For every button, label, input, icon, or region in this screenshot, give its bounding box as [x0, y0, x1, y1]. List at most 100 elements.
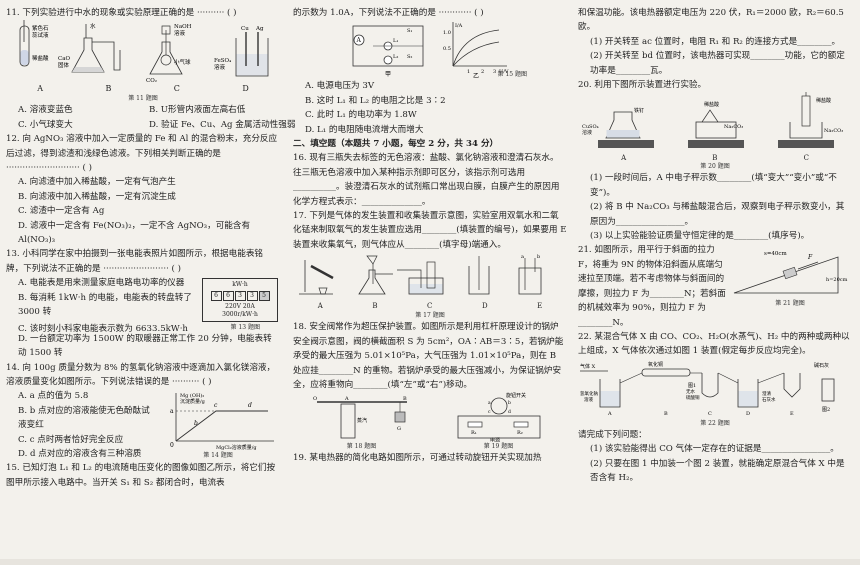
q13-option-d: D. 一台额定功率为 1500W 的取暖器正常工作 20 分钟，电能表转动 15…	[18, 333, 272, 359]
q20-letter-b: B	[712, 154, 718, 163]
q22-fig1: 图1	[688, 383, 696, 389]
q20-figure: 铁钉 CuSO₄ 溶液 稀盐酸 Na₂CO₃ 稀盐酸 Na₂CO₃ A B C …	[578, 92, 852, 171]
q15-option-d: D. L₁ 的电阻随电流增大而增大	[305, 124, 424, 135]
q22-lime2: 石灰水	[762, 396, 776, 403]
q13-stem: 13. 小科同学在家中拍摄到一张电能表照片如图所示，根据电能表铭牌，下列说法不正…	[6, 249, 264, 274]
q22-caption: 第 22 题图	[700, 419, 730, 427]
column-2: 的示数为 1.0A，下列说法不正确的是 ············ ( ) A L…	[293, 6, 567, 466]
q22-a: A	[607, 411, 612, 417]
q11-apparatus: 紫色石 蕊试液 稀盐酸 水 CaO 固体 NaOH 溶液 CO₂ 小气球	[19, 20, 269, 84]
q15-l2: L₂	[393, 54, 398, 60]
q15-x2: 2	[481, 69, 484, 75]
q19-a: a	[488, 401, 491, 406]
q22-fig2: 图2	[822, 407, 830, 413]
q13-options: A. 电能表是用来测量家庭电路电功率的仪器 B. 每消耗 1kW·h 的电能，电…	[6, 276, 196, 322]
q19-b: b	[508, 400, 511, 406]
safety-valve-diagram: O A B G 蒸汽	[313, 396, 407, 439]
q17-letter-d: D	[481, 302, 488, 311]
meter-spec2: 3000r/kW·h	[222, 311, 258, 319]
q19-c: c	[488, 410, 491, 415]
section-fill-blank-heading: 二、填空题（本题共 7 小题，每空 2 分，共 34 分）	[293, 139, 499, 150]
q15-ia: I/A	[455, 23, 463, 29]
q20-ld: Na₂CO₃	[724, 124, 743, 130]
q13-option-a: A. 电能表是用来测量家庭电路电功率的仪器	[18, 278, 185, 289]
q21-block: 21. 如图所示，用平行于斜面的拉力 F，将重为 9N 的物体沿斜面从底端匀速拉…	[578, 243, 852, 329]
q14-xlabel: MgCl₂溶液质量/g	[216, 444, 257, 451]
q15-option-c: C. 此时 L₁ 的电功率为 1.8W	[305, 110, 417, 121]
q19-d: d	[508, 409, 511, 415]
q22-c: C	[708, 411, 712, 417]
q17-e-b: b	[537, 254, 540, 260]
q11-letter-d: D	[242, 84, 249, 94]
q20-lc: 稀盐酸	[704, 101, 719, 108]
q11-stem: 11. 下列实验进行中水的现象或实验原理正确的是 ·········· ( )	[6, 8, 237, 18]
q20-letter-a: A	[621, 154, 627, 163]
q15-label-jia: 甲	[385, 71, 391, 78]
q19-sub2: (2) 开关转至 bd 位置时，该电热器可实现________功能，它的额定功率…	[590, 51, 845, 76]
q21-caption: 第 21 题图	[775, 300, 805, 308]
q18-b: B	[403, 396, 407, 402]
q11-label-d2: Ag	[255, 26, 264, 32]
q20-lb: CuSO₄	[582, 124, 599, 130]
q19-src: 电源	[490, 437, 500, 442]
q15-x1: 1	[467, 69, 470, 75]
q20-letters: A B C	[578, 154, 852, 162]
q15-stem: 15. 已知灯泡 L₁ 和 L₂ 的电流随电压变化的图像如图乙所示，将它们按图甲…	[6, 463, 276, 488]
q19-figure: 旋钮开关 R₁ R₂ 电源 a b c d 第 19 题图	[444, 392, 554, 451]
q11-label-c1: NaOH	[174, 24, 192, 30]
q17-letter-c: C	[427, 302, 433, 311]
q11-label-a1: 紫色石	[32, 24, 49, 32]
q20-lf: Na₂CO₃	[824, 128, 843, 134]
q19-r2: R₂	[517, 430, 523, 436]
q19-switch: 旋钮开关	[506, 392, 526, 399]
q15-option-b: B. 这时 L₁ 和 L₂ 的电阻之比是 3∶2	[305, 95, 446, 106]
q19-sub1: (1) 开关转至 ac 位置时，电阻 R₁ 和 R₂ 的连接方式是_______…	[590, 36, 841, 47]
q18-a: A	[344, 396, 349, 402]
q14-stem: 14. 向 100g 质量分数为 8% 的氢氧化钠溶液中逐滴加入氯化镁溶液，溶液…	[6, 362, 276, 387]
q22-gas: 气体 X	[580, 363, 596, 370]
q12-option-b: B. 向滤液中加入稀盐酸，一定有沉淀生成	[18, 191, 176, 202]
q11-label-b1: 水	[90, 22, 96, 30]
q22-sub2: (2) 只要在图 1 中加装一个图 2 装置，就能确定原混合气体 X 中是否含有…	[590, 458, 845, 483]
q15-label-yi: 乙	[473, 73, 479, 78]
q14-caption: 第 14 题图	[203, 452, 233, 460]
bottom-edge	[0, 559, 860, 565]
q11-letter-a: A	[37, 84, 43, 94]
q22-d: D	[746, 411, 750, 417]
q21-f: F	[807, 254, 813, 261]
q11-label-b3: 固体	[58, 61, 70, 69]
q15-s1: S₁	[407, 28, 412, 34]
q19-r1: R₁	[471, 430, 477, 436]
q18-caption: 第 18 题图	[346, 443, 377, 451]
q11-label-a2: 蕊试液	[32, 31, 49, 39]
q20-letter-c: C	[803, 154, 809, 163]
q11-label-c4: 小气球	[174, 58, 191, 66]
q20-balance-apparatus: 铁钉 CuSO₄ 溶液 稀盐酸 Na₂CO₃ 稀盐酸 Na₂CO₃	[582, 92, 843, 149]
q14-ylabel2: 沉淀质量/g	[180, 398, 206, 405]
q18-figure: O A B G 蒸汽 第 18 题图	[307, 392, 417, 451]
q15-caption: 第 15 题图	[497, 71, 527, 79]
q15-option-a: A. 电源电压为 3V	[305, 81, 375, 92]
q14-graph-figure: Mg (OH)₂ 沉淀质量/g a 0 b c d MgCl₂溶液质量/g 第 …	[156, 389, 280, 461]
q11-caption: 第 11 题图	[128, 95, 158, 103]
q13-option-b: B. 每消耗 1kW·h 的电能，电能表的转盘转了 3000 转	[18, 292, 192, 318]
q22-sub1: (1) 该实验能得出 CO 气体一定存在的证据是________________…	[590, 444, 839, 455]
q22-e: E	[790, 411, 794, 417]
q21-figure: F s=40cm h=20cm 第 21 题图	[728, 243, 852, 329]
q11-option-d: D. 验证 Fe、Cu、Ag 金属活动性强弱	[149, 119, 296, 130]
q11-label-a3: 稀盐酸	[32, 54, 49, 62]
q17-figure: a b A B C D E 第 17 题图	[293, 252, 567, 320]
q22-cuo: 氧化铜	[648, 361, 663, 368]
q22-figure: 气体 X 氢氧化钠 溶液 氧化铜 无水 硫酸铜 澄清 石灰水 碱石灰	[578, 359, 852, 428]
q11-option-c: C. 小气球变大	[18, 119, 73, 130]
q19-text-cont: 和保温功能。该电热器额定电压为 220 伏，R₁＝2000 欧，R₂＝60.5 …	[578, 8, 844, 33]
column-1: 11. 下列实验进行中水的现象或实验原理正确的是 ·········· ( ) …	[6, 6, 296, 490]
column-3: 和保温功能。该电热器额定电压为 220 伏，R₁＝2000 欧，R₂＝60.5 …	[578, 6, 852, 485]
q22-text: 22. 某混合气体 X 由 CO、CO₂、H₂O(水蒸气)、H₂ 中的两种或两种…	[578, 331, 850, 357]
q20-stem: 20. 利用下图所示装置进行实验。	[578, 80, 707, 91]
q18-o: O	[313, 396, 317, 402]
q15-y1: 1.0	[443, 30, 451, 36]
q11-options-row1: A. 溶液变蓝色 B. U形管内液面左高右低	[6, 103, 280, 117]
q15-x3: 3	[493, 69, 496, 75]
